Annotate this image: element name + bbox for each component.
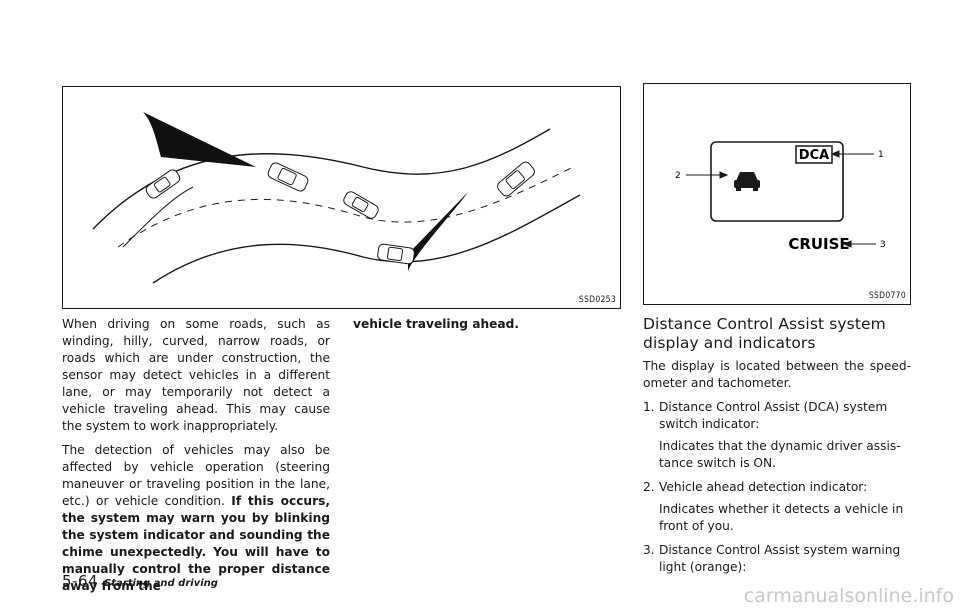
paragraph-detection: The detection of vehicles may also be af… [62, 442, 330, 595]
display-intro: The display is located between the speed… [643, 359, 911, 390]
page-number: 5-64 [62, 572, 99, 590]
item-number: 3. [643, 543, 655, 557]
cruise-indicator-label: CRUISE [788, 235, 849, 253]
item-title: Vehicle ahead detection indicator: [659, 480, 868, 494]
list-item: 1. Distance Control Assist (DCA) system s… [643, 399, 911, 472]
list-item: 2. Vehicle ahead detection indicator: Ind… [643, 479, 911, 535]
figure-code: SSD0770 [868, 291, 906, 301]
road-illustration-figure: SSD0253 [62, 86, 621, 309]
page-footer: 5-64 Starting and driving [62, 571, 218, 590]
footer-section-name: Starting and driving [104, 578, 218, 589]
callout-2: 2 [675, 171, 681, 181]
callout-3: 3 [880, 240, 886, 250]
item-description: Indicates whether it detects a vehicle i… [659, 502, 904, 533]
paragraph-road-conditions: When driving on some roads, such as wind… [62, 317, 330, 433]
dca-display-figure: DCA CRUISE 1 2 3 SSD0770 [643, 83, 911, 305]
section-heading: Distance Control Assist system display a… [643, 315, 886, 352]
dca-indicator-label: DCA [799, 148, 829, 163]
item-description: Indicates that the dynamic driver assis-… [659, 439, 901, 470]
detection-warning: If this occurs, the system may warn you … [62, 494, 330, 593]
watermark: carmanualsonline.info [743, 585, 954, 607]
callout-1: 1 [878, 150, 884, 160]
middle-column: vehicle traveling ahead. [353, 316, 621, 340]
indicator-list: 1. Distance Control Assist (DCA) system s… [643, 399, 911, 576]
item-title: Distance Control Assist system warning l… [659, 543, 901, 574]
figure-code: SSD0253 [578, 295, 616, 305]
left-column: When driving on some roads, such as wind… [62, 316, 330, 602]
continuation-text: vehicle traveling ahead. [353, 317, 519, 331]
road-illustration [92, 112, 581, 284]
right-column: Distance Control Assist system display a… [643, 315, 911, 583]
list-item: 3. Distance Control Assist system warning… [643, 542, 911, 576]
dca-display-diagram: DCA CRUISE 1 2 3 [675, 141, 886, 253]
item-title: Distance Control Assist (DCA) system swi… [659, 400, 888, 431]
vehicle-ahead-icon [734, 172, 760, 191]
detection-text: The detection of vehicles may also be af… [62, 443, 330, 508]
item-number: 2. [643, 480, 655, 494]
item-number: 1. [643, 400, 655, 414]
